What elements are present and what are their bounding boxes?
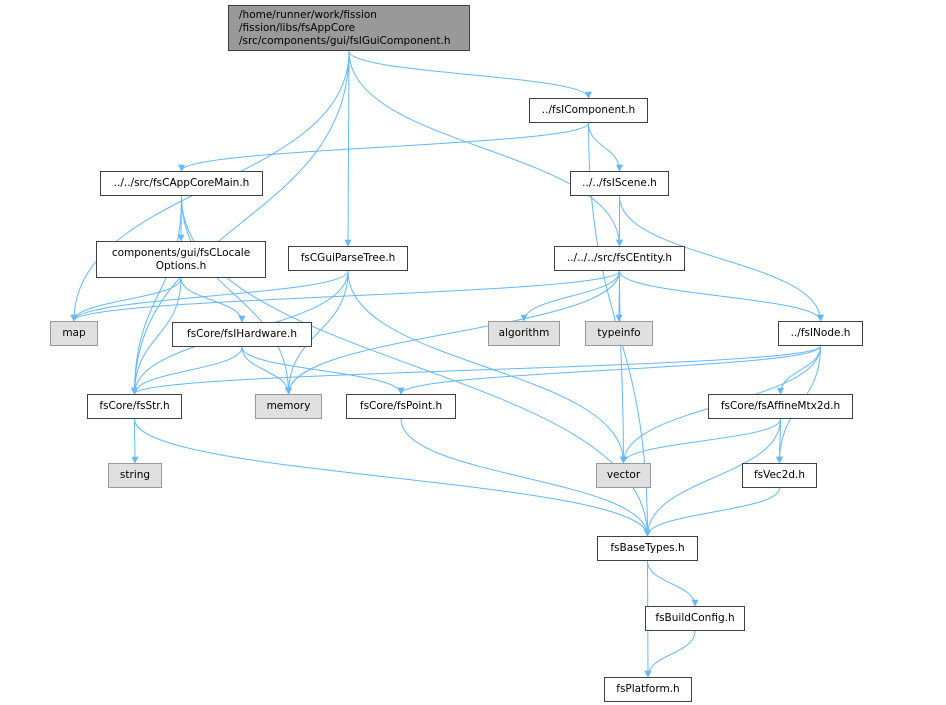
edge-appcoremain-to-fsstr [131, 195, 182, 395]
edge-inode-to-fsstr [131, 345, 821, 395]
node-fsaffinemtx2d[interactable]: fsCore/fsAffineMtx2d.h [708, 394, 853, 419]
node-fsihardware[interactable]: fsCore/fsIHardware.h [172, 322, 312, 347]
node-algorithm: algorithm [488, 321, 560, 346]
edge-fiscene-to-inode [619, 195, 824, 322]
edge-inode-to-affine [777, 345, 821, 395]
edge-guiparse-to-map [70, 270, 349, 322]
edge-basetypes-to-buildconfig [647, 560, 699, 607]
edge-localeopts-to-map [70, 277, 182, 322]
edge-root-to-fsstr [131, 50, 350, 395]
edge-appcoremain-to-memory [181, 195, 292, 395]
edge-affine-to-basetypes [644, 418, 781, 537]
edge-centity-to-inode [619, 270, 824, 322]
edge-root-to-guiparse [344, 50, 352, 247]
node-fsbuildconfig[interactable]: fsBuildConfig.h [645, 606, 745, 631]
node-typeinfo: typeinfo [585, 321, 653, 346]
edge-centity-to-map [70, 270, 620, 322]
node-fsinode[interactable]: ../fsINode.h [778, 321, 863, 346]
node-fsplatform[interactable]: fsPlatform.h [604, 677, 692, 702]
edge-affine-to-vector [620, 418, 781, 464]
node-fsbasetypes[interactable]: fsBaseTypes.h [597, 536, 698, 561]
node-fsvec2d[interactable]: fsVec2d.h [742, 463, 817, 488]
edge-root-to-centity [348, 50, 623, 247]
node-fsstr[interactable]: fsCore/fsStr.h [87, 394, 182, 419]
edge-hardware-to-fsstr [131, 346, 243, 395]
node-map: map [50, 321, 98, 346]
edge-fsstr-to-string [131, 418, 139, 464]
edge-centity-to-vector [619, 270, 627, 464]
node-fscappcoremain[interactable]: ../../src/fsCAppCoreMain.h [100, 171, 263, 196]
node-fscguiparsetree[interactable]: fsCGuiParseTree.h [288, 246, 408, 271]
edge-guiparse-to-vector [347, 270, 627, 464]
edge-hardware-to-memory [241, 346, 292, 395]
edge-centity-to-algorithm [520, 270, 620, 322]
edge-fsstr-to-basetypes [134, 418, 651, 537]
node-vector: vector [596, 463, 651, 488]
node-fsiscene[interactable]: ../../fsIScene.h [570, 171, 669, 196]
node-root-fsiguicomponent[interactable]: /home/runner/work/fission /fission/libs/… [228, 5, 470, 51]
edge-guiparse-to-memory [285, 270, 349, 395]
edge-hardware-to-point [241, 346, 405, 395]
node-string: string [108, 463, 162, 488]
node-fscentity[interactable]: ../../../src/fsCEntity.h [554, 246, 685, 271]
edge-ficomponent-to-fiscene [588, 122, 623, 172]
edge-inode-to-point [397, 345, 821, 395]
node-fsclocaleoptions[interactable]: components/gui/fsCLocale Options.h [96, 241, 266, 278]
node-fspoint[interactable]: fsCore/fsPoint.h [346, 394, 456, 419]
edge-localeopts-to-hardware [180, 277, 246, 323]
node-memory: memory [255, 394, 322, 419]
edge-point-to-basetypes [400, 418, 651, 537]
edge-ficomponent-to-appcoremain [178, 122, 589, 172]
edge-vec2d-to-basetypes [644, 487, 780, 537]
edge-root-to-ficomponent [348, 50, 592, 99]
edge-centity-to-memory [285, 270, 620, 395]
edge-buildconfig-to-platform [644, 630, 696, 678]
edge-localeopts-to-fsstr [131, 277, 182, 395]
node-fsicomponent[interactable]: ../fsIComponent.h [529, 98, 648, 123]
